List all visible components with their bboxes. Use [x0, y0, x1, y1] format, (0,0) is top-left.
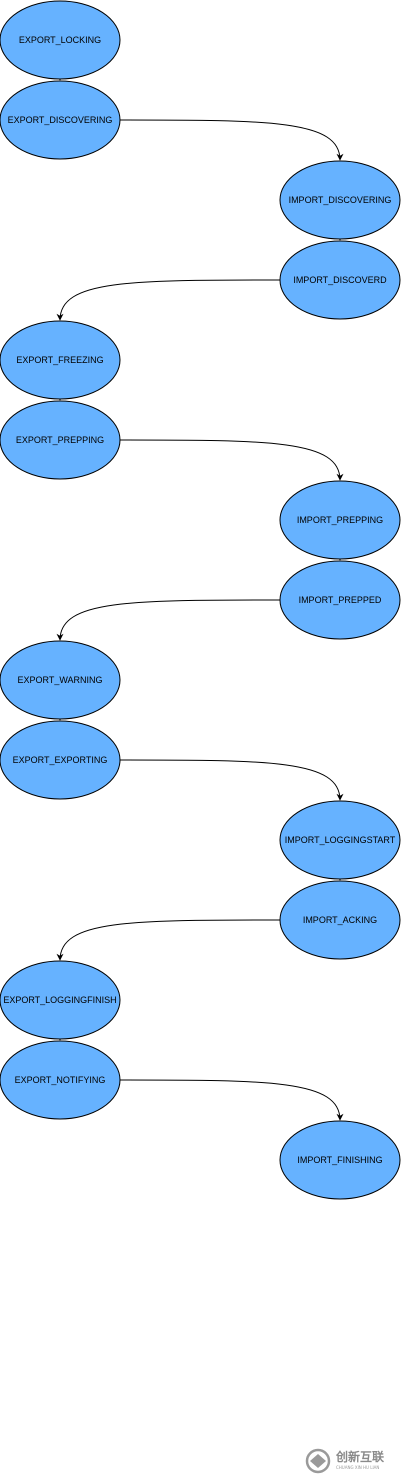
node-shape: [279, 240, 401, 320]
node-shape: [0, 80, 121, 160]
node-label: EXPORT_LOCKING: [19, 35, 101, 45]
edges-layer: [56, 73, 344, 1121]
node-export-locking: EXPORT_LOCKING: [0, 0, 121, 80]
edge-export-prepping-to-import-prepping: [119, 439, 344, 481]
node-label: EXPORT_DISCOVERING: [8, 115, 113, 125]
node-export-warning: EXPORT_WARNING: [0, 640, 121, 720]
node-shape: [279, 800, 401, 880]
node-import-loggingstart: IMPORT_LOGGINGSTART: [279, 800, 401, 880]
node-import-acking: IMPORT_ACKING: [279, 880, 401, 960]
node-import-prepping: IMPORT_PREPPING: [279, 480, 401, 560]
node-label: IMPORT_PREPPING: [297, 515, 383, 525]
edge-export-exporting-to-import-loggingstart: [119, 759, 344, 801]
node-label: IMPORT_ACKING: [303, 915, 377, 925]
node-label: IMPORT_PREPPED: [299, 595, 382, 605]
node-shape: [0, 720, 121, 800]
node-shape: [279, 480, 401, 560]
node-shape: [279, 1120, 401, 1200]
edge-import-discoverd-to-export-freezing: [56, 279, 281, 321]
watermark-text-cn: 创新互联: [335, 1449, 384, 1464]
node-export-prepping: EXPORT_PREPPING: [0, 400, 121, 480]
node-export-notifying: EXPORT_NOTIFYING: [0, 1040, 121, 1120]
node-shape: [0, 1040, 121, 1120]
node-export-freezing: EXPORT_FREEZING: [0, 320, 121, 400]
edge-import-acking-to-export-loggingfinish: [56, 919, 281, 961]
node-label: EXPORT_FREEZING: [16, 355, 103, 365]
watermark-text-en: CHUANG XIN HU LIAN: [336, 1465, 379, 1470]
node-shape: [0, 400, 121, 480]
node-label: EXPORT_PREPPING: [16, 435, 104, 445]
node-export-discovering: EXPORT_DISCOVERING: [0, 80, 121, 160]
node-export-loggingfinish: EXPORT_LOGGINGFINISH: [0, 960, 121, 1040]
node-label: IMPORT_DISCOVERD: [293, 275, 387, 285]
node-import-prepped: IMPORT_PREPPED: [279, 560, 401, 640]
node-label: IMPORT_DISCOVERING: [289, 195, 392, 205]
node-shape: [279, 880, 401, 960]
edge-import-prepped-to-export-warning: [56, 599, 281, 641]
node-shape: [0, 320, 121, 400]
edge-export-notifying-to-import-finishing: [119, 1079, 344, 1121]
nodes-layer: EXPORT_LOCKING EXPORT_DISCOVERING IMPORT_D…: [0, 0, 401, 1200]
watermark-logo-icon: [305, 1448, 331, 1474]
node-label: EXPORT_WARNING: [17, 675, 102, 685]
node-label: IMPORT_LOGGINGSTART: [285, 835, 396, 845]
node-import-finishing: IMPORT_FINISHING: [279, 1120, 401, 1200]
node-label: EXPORT_EXPORTING: [13, 755, 108, 765]
node-label: EXPORT_NOTIFYING: [15, 1075, 106, 1085]
node-import-discovering: IMPORT_DISCOVERING: [279, 160, 401, 240]
node-export-exporting: EXPORT_EXPORTING: [0, 720, 121, 800]
node-shape: [0, 640, 121, 720]
node-label: IMPORT_FINISHING: [297, 1155, 382, 1165]
node-label: EXPORT_LOGGINGFINISH: [3, 995, 116, 1005]
watermark: 创新互联 CHUANG XIN HU LIAN: [300, 1438, 402, 1482]
node-shape: [0, 960, 121, 1040]
node-shape: [279, 560, 401, 640]
node-shape: [279, 160, 401, 240]
node-shape: [0, 0, 121, 80]
node-import-discoverd: IMPORT_DISCOVERD: [279, 240, 401, 320]
edge-export-discovering-to-import-discovering: [119, 119, 344, 161]
